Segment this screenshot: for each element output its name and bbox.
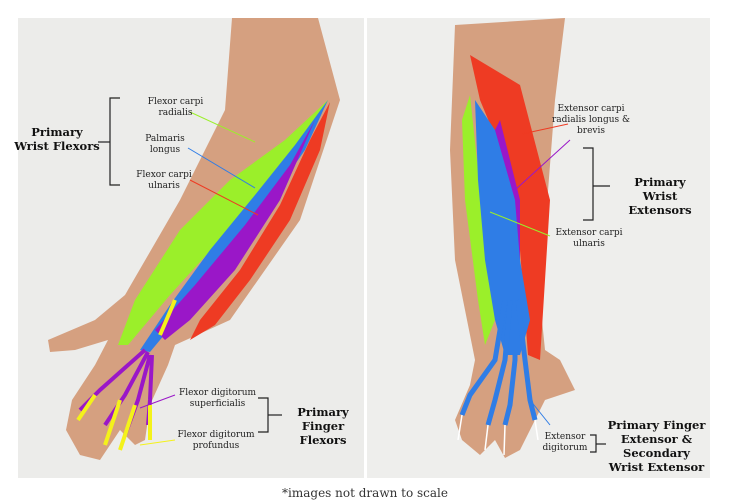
label-primary-wrist-flexors: Primary Wrist Flexors: [14, 125, 100, 153]
label-flexor-carpi-radialis: Flexor carpi radialis: [147, 97, 204, 118]
left-arm-anterior: [48, 18, 340, 460]
label-palmaris-longus: Palmaris longus: [145, 134, 185, 155]
caption: *images not drawn to scale: [282, 486, 448, 500]
pl-muscle: [140, 100, 328, 352]
label-primary-wrist-extensors: Primary Wrist Extensors: [628, 175, 692, 217]
fcr-muscle: [118, 100, 328, 345]
fd-muscle: [155, 120, 315, 340]
left-pointer-lines: [139, 111, 259, 446]
label-primary-finger-flexors: Primary Finger Flexors: [297, 405, 349, 447]
label-flexor-carpi-ulnaris: Flexor carpi ulnaris: [136, 170, 192, 191]
fdp-tendons: [76, 299, 177, 451]
label-extensor-digitorum: Extensor digitorum: [542, 432, 588, 453]
label-extensor-carpi-radialis: Extensor carpi radialis longus & brevis: [551, 104, 631, 136]
right-pointer-lines: [489, 123, 571, 426]
label-flexor-digitorum-profundus: Flexor digitorum profundus: [177, 430, 255, 451]
ecu-muscle: [462, 95, 495, 345]
right-arm-posterior: [450, 18, 575, 458]
label-extensor-carpi-ulnaris: Extensor carpi ulnaris: [555, 228, 623, 249]
right-brackets: [583, 147, 610, 453]
ed-tendons: [459, 299, 538, 426]
ed-muscle: [475, 100, 530, 355]
finger-highlights: [457, 414, 539, 456]
ecr-muscle: [470, 55, 550, 360]
label-primary-finger-extensor: Primary Finger Extensor & Secondary Wris…: [607, 418, 706, 474]
label-flexor-digitorum-superficialis: Flexor digitorum superficialis: [178, 388, 257, 409]
fcu-muscle: [190, 102, 330, 340]
left-brackets: [98, 97, 282, 433]
